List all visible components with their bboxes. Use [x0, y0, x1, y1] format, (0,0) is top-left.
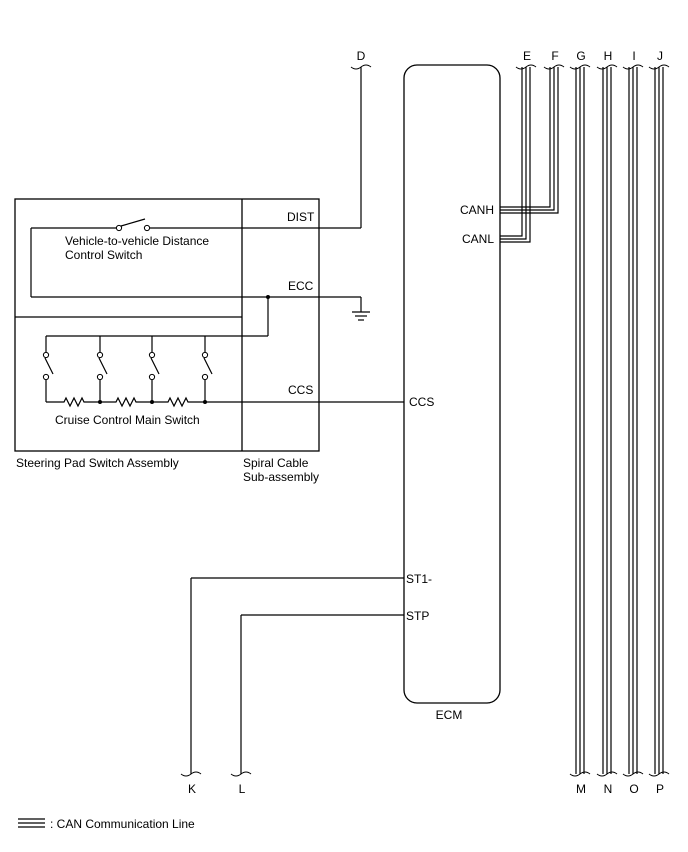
- distance-switch-label-1: Vehicle-to-vehicle Distance: [65, 234, 209, 248]
- cruise-switch-2: [96, 336, 108, 381]
- ecm-box: [403, 64, 501, 704]
- cruise-switch-3: [148, 336, 160, 381]
- connector-n-break: [596, 771, 618, 777]
- resistor-2: [100, 396, 152, 408]
- spiral-cable-outer-box: [14, 198, 320, 452]
- connector-e-label: E: [523, 49, 531, 63]
- cruise-switch-label: Cruise Control Main Switch: [55, 413, 200, 427]
- connector-o-break: [622, 771, 644, 777]
- connector-i-break: [622, 64, 644, 70]
- connector-h-break: [596, 64, 618, 70]
- can-line-j-p: [654, 67, 664, 774]
- connector-e-break: [515, 64, 537, 70]
- distance-switch-contact-right: [143, 224, 151, 232]
- ecm-terminal-st1: ST1-: [406, 572, 432, 586]
- can-line-i-o: [628, 67, 638, 774]
- connector-k-label: K: [188, 782, 196, 796]
- spiral-cable-label-2: Sub-assembly: [243, 470, 319, 484]
- ecm-terminal-ccs: CCS: [409, 395, 434, 409]
- terminal-ecc-label: ECC: [288, 279, 314, 293]
- steering-pad-label: Steering Pad Switch Assembly: [16, 456, 179, 470]
- connector-l-label: L: [239, 782, 246, 796]
- legend-can-line-symbol: [18, 818, 45, 828]
- resistor-junction-1: [98, 400, 102, 404]
- ecm-label: ECM: [436, 708, 463, 722]
- distance-switch-blade: [120, 218, 146, 227]
- ecm-terminal-canl: CANL: [462, 232, 494, 246]
- distance-switch-label-2: Control Switch: [65, 248, 142, 262]
- ecm-terminal-canh: CANH: [460, 203, 494, 217]
- connector-f-label: F: [551, 49, 558, 63]
- legend-label: : CAN Communication Line: [50, 817, 195, 831]
- connector-p-break: [648, 771, 670, 777]
- connector-i-label: I: [632, 49, 635, 63]
- connector-h-label: H: [604, 49, 613, 63]
- connector-j-label: J: [657, 49, 663, 63]
- cruise-switch-4: [201, 336, 213, 381]
- connector-f-break: [543, 64, 565, 70]
- distance-switch-contact-left: [115, 224, 123, 232]
- connector-k-break: [180, 771, 202, 777]
- connector-m-label: M: [576, 782, 586, 796]
- connector-n-label: N: [604, 782, 613, 796]
- connector-m-break: [569, 771, 591, 777]
- terminal-dist-label: DIST: [287, 210, 315, 224]
- can-line-h-n: [602, 67, 612, 774]
- connector-p-label: P: [656, 782, 664, 796]
- connector-g-break: [569, 64, 591, 70]
- spiral-cable-label-1: Spiral Cable: [243, 456, 309, 470]
- can-line-g-m: [575, 67, 585, 774]
- terminal-ccs-label: CCS: [288, 383, 313, 397]
- can-line-canl: [500, 67, 531, 243]
- resistor-junction-2: [150, 400, 154, 404]
- can-line-canh: [500, 67, 559, 214]
- connector-d-label: D: [357, 49, 366, 63]
- resistor-3: [152, 396, 205, 408]
- connector-j-break: [648, 64, 670, 70]
- resistor-1: [46, 396, 100, 408]
- cruise-switch-1: [42, 336, 54, 381]
- ecm-terminal-stp: STP: [406, 609, 429, 623]
- connector-l-break: [230, 771, 252, 777]
- connector-o-label: O: [629, 782, 638, 796]
- connector-g-label: G: [576, 49, 585, 63]
